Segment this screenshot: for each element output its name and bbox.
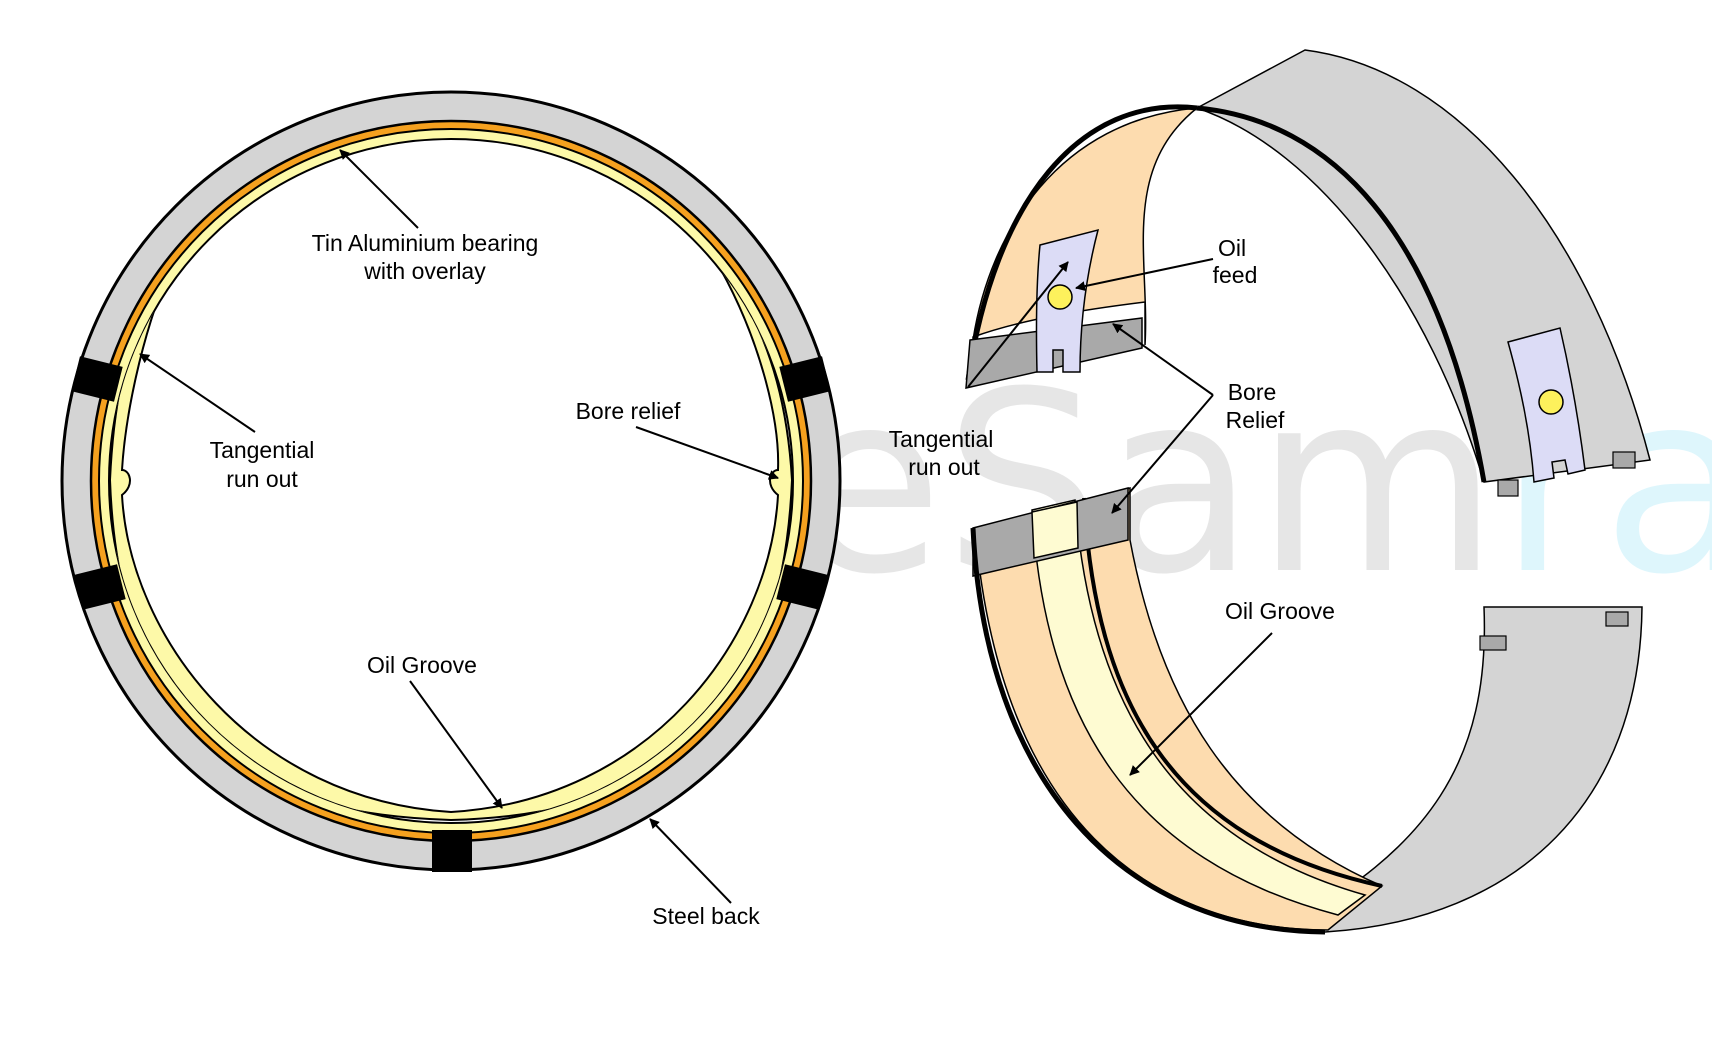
upper-shell-inner [973, 108, 1197, 345]
label-tangential-left-line1: Tangential [210, 437, 315, 463]
label-oil-feed-line1: Oil [1218, 235, 1246, 261]
label-oil-groove-left: Oil Groove [367, 652, 477, 678]
right-tab-1 [1498, 480, 1518, 496]
label-bearing-line1: Tin Aluminium bearing [312, 230, 539, 256]
label-steel-back: Steel back [652, 903, 760, 929]
label-oil-groove-right: Oil Groove [1225, 598, 1335, 624]
right-tab-3 [1480, 636, 1506, 650]
label-bore-relief-line1: Bore [1228, 379, 1277, 405]
label-bearing-line2: with overlay [363, 258, 486, 284]
label-tangential-right-line2: run out [908, 454, 980, 480]
label-tangential-left-line2: run out [226, 466, 298, 492]
upper-oil-hole [1048, 285, 1072, 309]
right-tab-2 [1613, 452, 1635, 468]
label-bore-relief-line2: Relief [1226, 407, 1285, 433]
label-tangential-right-line1: Tangential [889, 426, 994, 452]
label-bore-relief: Bore relief [576, 398, 681, 424]
cross-section-diagram: Tin Aluminium bearing with overlay Tange… [62, 92, 840, 929]
notch-bottom [432, 830, 472, 872]
label-oil-feed-line2: feed [1213, 262, 1258, 288]
right-oil-hole [1539, 390, 1563, 414]
right-tab-4 [1606, 612, 1628, 626]
arrow-steel-back [650, 819, 731, 903]
lower-groove-cut [1032, 502, 1078, 558]
